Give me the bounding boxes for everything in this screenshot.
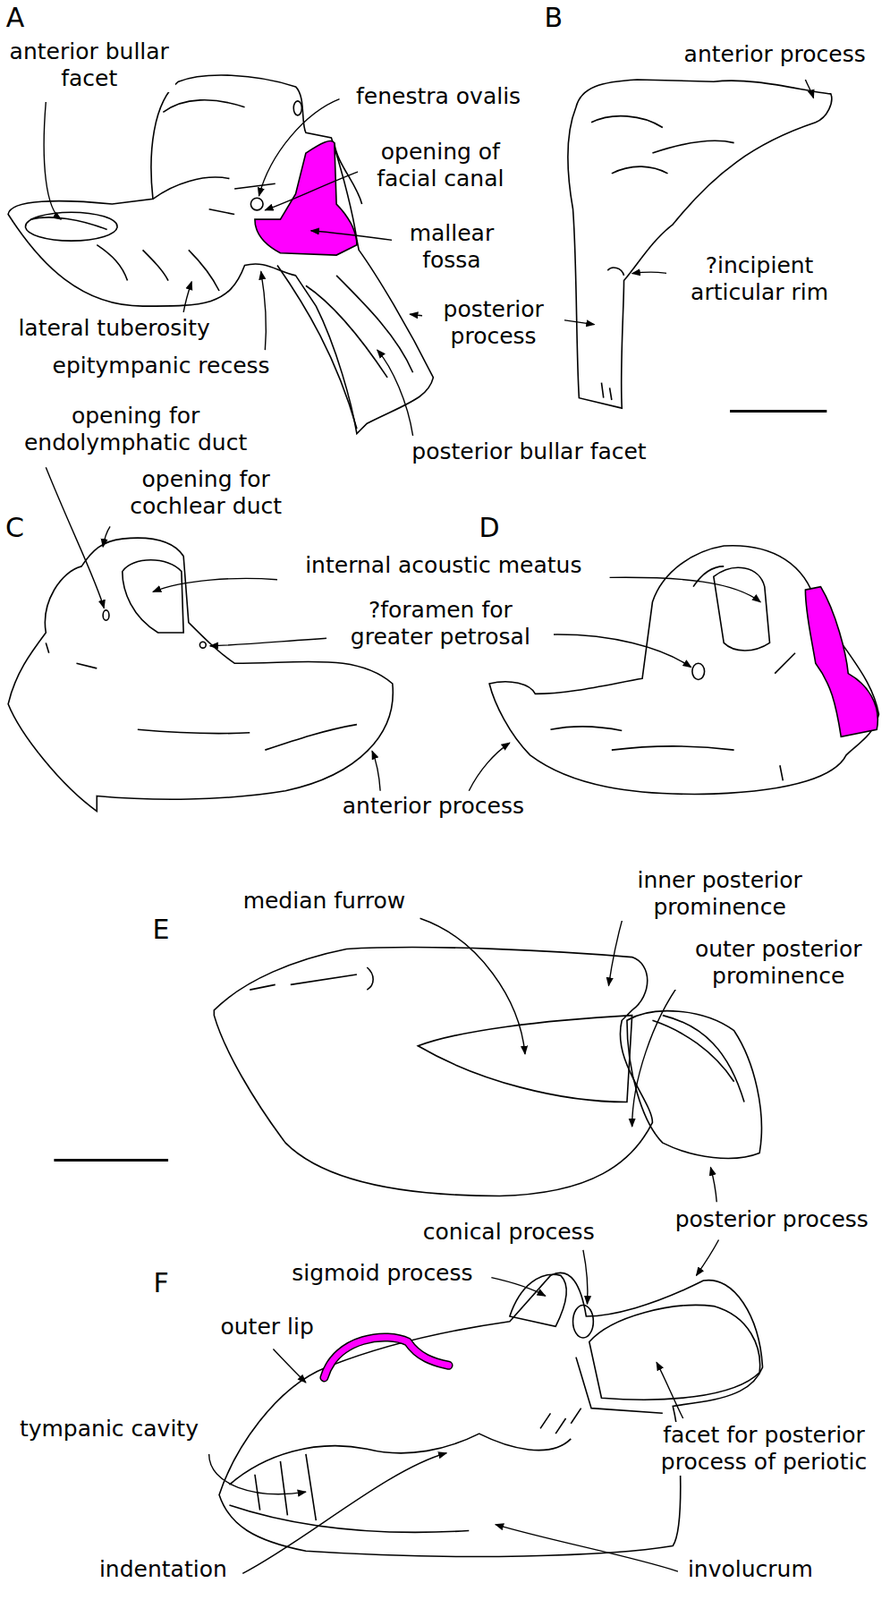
posterior-process-facet bbox=[589, 1304, 761, 1399]
drawing-line bbox=[608, 913, 624, 986]
drawing-line bbox=[372, 750, 381, 790]
drawing-line bbox=[258, 99, 340, 196]
part-label: opening for endolymphatic duct bbox=[10, 402, 261, 457]
mallear-fossa-highlight bbox=[254, 140, 357, 255]
tympanic-cavity bbox=[228, 1432, 571, 1484]
periotic-outline bbox=[567, 79, 832, 408]
panel-letter: B bbox=[542, 1, 566, 34]
drawing-line bbox=[583, 1249, 588, 1304]
part-label: posterior process bbox=[422, 296, 565, 350]
part-label: tympanic cavity bbox=[17, 1415, 201, 1442]
bulla-outline bbox=[219, 1271, 763, 1556]
drawing-line bbox=[632, 981, 682, 1127]
part-label: posterior bullar facet bbox=[409, 438, 648, 466]
part-label: ?foramen for greater petrosal bbox=[326, 596, 554, 651]
drawing-line bbox=[656, 1361, 684, 1418]
part-label: outer posterior prominence bbox=[670, 935, 888, 990]
panel-letter: A bbox=[4, 1, 27, 34]
part-label: outer lip bbox=[218, 1313, 315, 1340]
periotic-detail bbox=[96, 100, 275, 291]
sigmoid-process bbox=[509, 1273, 567, 1326]
drawing-line bbox=[45, 466, 104, 608]
drawing-line bbox=[209, 1453, 306, 1494]
foramen bbox=[692, 662, 705, 679]
drawing-line bbox=[311, 230, 399, 241]
drawing-line bbox=[261, 271, 266, 350]
part-label: inner posterior prominence bbox=[611, 866, 829, 921]
periotic-detail bbox=[45, 642, 357, 750]
periotic-outline bbox=[489, 545, 879, 795]
part-label: ?incipient articular rim bbox=[666, 252, 854, 306]
drawing-line bbox=[710, 1167, 717, 1203]
periotic-detail bbox=[550, 566, 796, 780]
drawing-line bbox=[491, 1277, 545, 1297]
part-label: mallear fossa bbox=[391, 220, 512, 274]
part-label: indentation bbox=[97, 1555, 229, 1583]
panel-letter: C bbox=[3, 511, 26, 544]
bullar-facet bbox=[25, 211, 118, 241]
drawing-line bbox=[805, 79, 814, 99]
drawing-line bbox=[377, 349, 414, 436]
part-label: median furrow bbox=[241, 887, 408, 915]
outer-lip-highlight bbox=[323, 1336, 449, 1377]
bulla-outline bbox=[213, 947, 653, 1196]
highlight-area bbox=[805, 586, 878, 738]
fenestra-ovalis bbox=[250, 197, 263, 211]
part-label: anterior process bbox=[340, 792, 526, 820]
panel-letter: D bbox=[477, 511, 502, 544]
part-label: opening for cochlear duct bbox=[112, 466, 300, 520]
median-furrow bbox=[417, 1015, 632, 1102]
drawing-line bbox=[242, 1452, 447, 1574]
acoustic-meatus bbox=[713, 567, 771, 651]
part-label: involucrum bbox=[686, 1555, 815, 1583]
scale-bar bbox=[729, 409, 827, 413]
part-label: conical process bbox=[421, 1218, 597, 1246]
part-label: epitympanic recess bbox=[50, 352, 272, 380]
panel-letter: E bbox=[151, 913, 172, 946]
part-label: anterior process bbox=[682, 41, 868, 68]
outlines bbox=[8, 75, 879, 1556]
drawing-line bbox=[43, 101, 61, 220]
drawing-line bbox=[495, 1524, 679, 1571]
periotic-detail bbox=[293, 101, 302, 116]
highlights bbox=[254, 140, 878, 737]
drawing-line bbox=[468, 742, 510, 791]
part-label: internal acoustic meatus bbox=[303, 551, 584, 579]
periotic-outline bbox=[8, 537, 393, 811]
periotic-detail bbox=[30, 217, 107, 230]
bulla-detail bbox=[576, 1356, 663, 1414]
drawing-line bbox=[264, 171, 359, 211]
conical-process bbox=[573, 1304, 594, 1337]
part-label: lateral tuberosity bbox=[16, 314, 212, 342]
foramen bbox=[199, 641, 206, 648]
panel-letter: F bbox=[151, 1266, 170, 1299]
highlight-border bbox=[323, 1336, 449, 1377]
acoustic-meatus bbox=[122, 559, 184, 633]
drawing-line bbox=[420, 917, 526, 1054]
part-label: facet for posterior process of periotic bbox=[641, 1421, 887, 1475]
posterior-process bbox=[627, 1010, 762, 1159]
periotic-outline bbox=[8, 75, 433, 434]
drawing-line bbox=[610, 576, 762, 602]
drawing-line bbox=[210, 637, 335, 646]
part-label: posterior process bbox=[673, 1205, 871, 1233]
scale-bar bbox=[53, 1158, 169, 1162]
drawing-line bbox=[272, 1347, 306, 1382]
part-label: fenestra ovalis bbox=[354, 83, 523, 111]
foramen bbox=[102, 610, 110, 620]
part-label: opening of facial canal bbox=[357, 138, 523, 193]
drawing-line bbox=[183, 281, 192, 313]
drawing-line bbox=[545, 634, 692, 668]
drawing-line bbox=[152, 577, 278, 592]
drawing-line bbox=[695, 1238, 719, 1275]
drawing-line bbox=[102, 525, 111, 547]
part-label: anterior bullar facet bbox=[3, 38, 176, 93]
part-label: sigmoid process bbox=[289, 1259, 475, 1287]
